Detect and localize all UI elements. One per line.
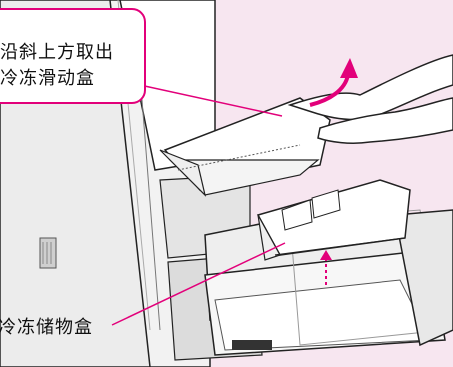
sliding-tray	[159, 97, 331, 197]
pull-arrow	[309, 58, 358, 107]
callout-leader-top	[139, 84, 283, 117]
storage-box-label: 冷冻储物盒	[0, 317, 93, 338]
callout-leader-bottom	[111, 242, 286, 326]
hands	[287, 54, 453, 144]
callout-line-2: 冷冻滑动盒	[0, 68, 95, 89]
lift-arrow	[320, 250, 332, 285]
callout-box-top: 沿斜上方取出 冷冻滑动盒	[0, 8, 146, 104]
storage-box	[256, 179, 411, 261]
callout-line-1: 沿斜上方取出	[0, 42, 114, 63]
